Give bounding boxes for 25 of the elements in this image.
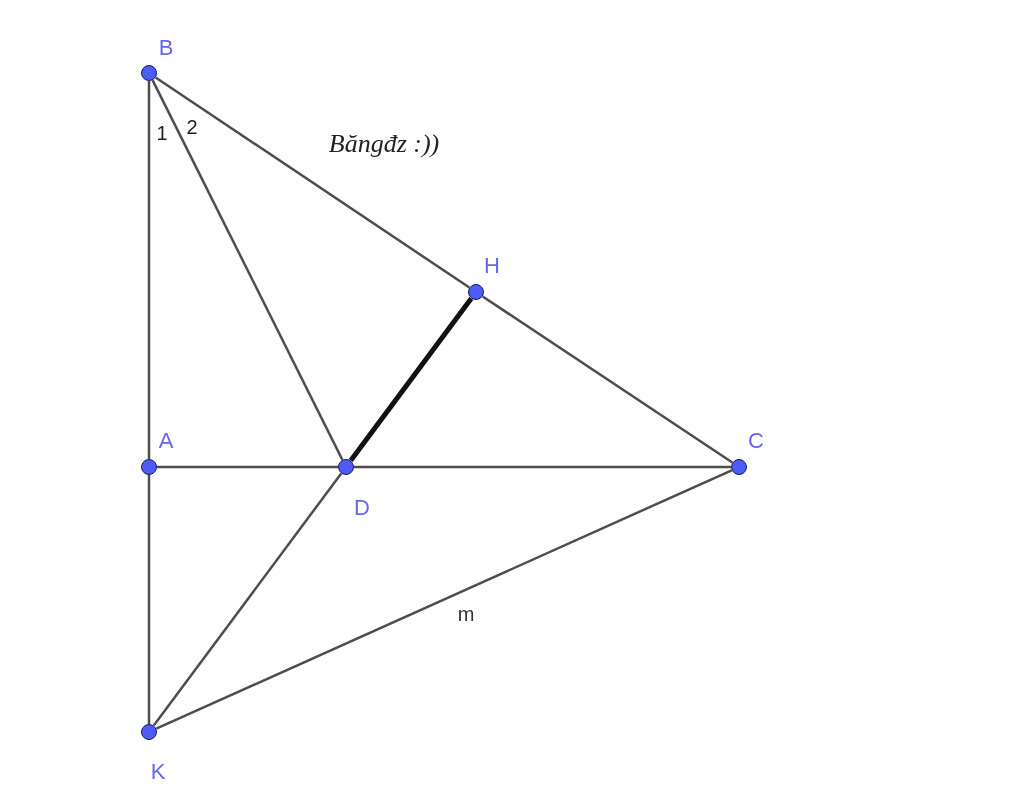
angle-label: 1 xyxy=(156,123,168,143)
point-label: B xyxy=(158,37,174,59)
line-segment xyxy=(154,76,471,289)
point-marker xyxy=(468,284,484,300)
line-segment xyxy=(151,79,344,461)
point-label: C xyxy=(748,430,764,452)
line-segment xyxy=(147,81,151,459)
line-segment xyxy=(155,469,733,730)
line-segment xyxy=(157,465,338,469)
annotation-text: Băngđz :)) xyxy=(328,131,440,157)
point-label: D xyxy=(354,497,370,519)
point-label: K xyxy=(150,761,166,783)
line-segment xyxy=(152,472,343,727)
angle-label: 2 xyxy=(186,117,198,137)
point-label: H xyxy=(484,255,500,277)
point-marker xyxy=(338,459,354,475)
line-segment xyxy=(481,295,734,464)
point-marker xyxy=(141,724,157,740)
line-segment xyxy=(348,296,474,463)
point-marker xyxy=(141,459,157,475)
line-segment xyxy=(354,465,731,469)
point-marker xyxy=(731,459,747,475)
line-segment xyxy=(147,475,151,724)
point-label: A xyxy=(158,430,174,452)
point-marker xyxy=(141,65,157,81)
